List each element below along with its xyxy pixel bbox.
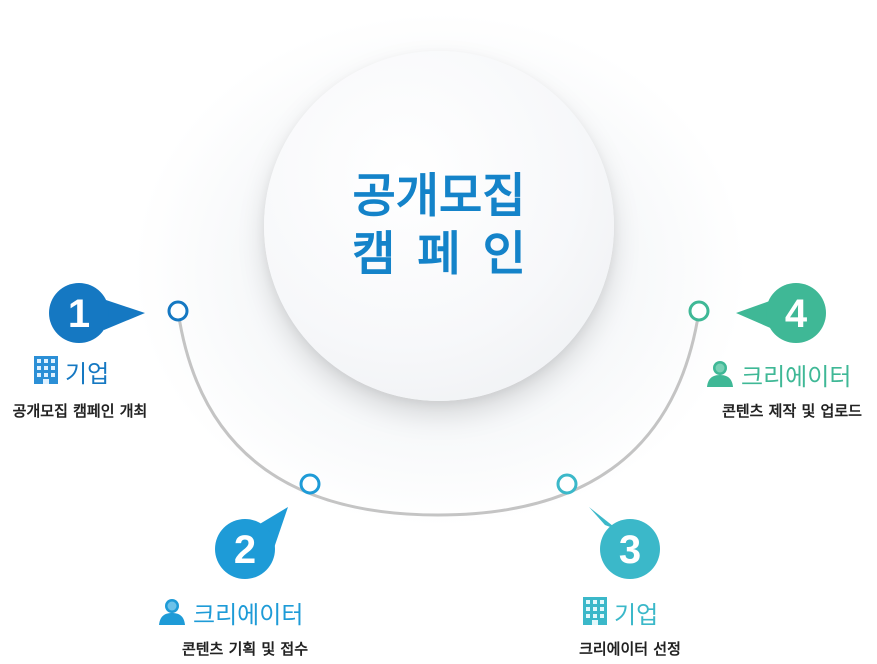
step-1-role-label: 기업 — [65, 360, 110, 388]
step-3-role-label: 기업 — [614, 601, 659, 629]
step-4-badge: 4 — [736, 283, 826, 343]
building-icon — [33, 355, 59, 389]
node-3 — [556, 473, 578, 495]
step-1-description: 공개모집 캠페인 개최 — [12, 402, 148, 420]
step-1-number: 1 — [68, 292, 90, 336]
person-icon — [705, 358, 735, 392]
step-3-number: 3 — [619, 528, 641, 572]
step-3-role: 기업 — [582, 595, 658, 630]
step-4-number: 4 — [785, 292, 808, 336]
step-4-role-label: 크리에이터 — [741, 363, 852, 391]
step-4-role: 크리에이터 — [705, 357, 851, 392]
step-1-role: 기업 — [33, 354, 109, 389]
step-4-description: 콘텐츠 제작 및 업로드 — [722, 402, 862, 420]
step-2-role-label: 크리에이터 — [193, 601, 304, 629]
building-icon — [582, 596, 608, 630]
center-title-line1: 공개모집 — [352, 169, 526, 224]
center-title-line2: 캠페인 — [352, 227, 548, 282]
step-3-badge: 3 — [589, 507, 660, 579]
person-icon — [157, 596, 187, 630]
step-1-badge: 1 — [49, 283, 145, 343]
step-3-description: 크리에이터 선정 — [579, 640, 681, 658]
center-circle — [264, 51, 614, 401]
step-2-number: 2 — [234, 528, 256, 572]
process-arc — [176, 310, 701, 517]
node-1 — [167, 300, 189, 322]
step-2-badge: 2 — [215, 507, 288, 579]
step-2-role: 크리에이터 — [157, 595, 303, 630]
center-title: 공개모집 캠페인 — [264, 168, 614, 284]
node-4 — [688, 300, 710, 322]
node-2 — [299, 473, 321, 495]
step-2-description: 콘텐츠 기획 및 접수 — [181, 640, 309, 658]
